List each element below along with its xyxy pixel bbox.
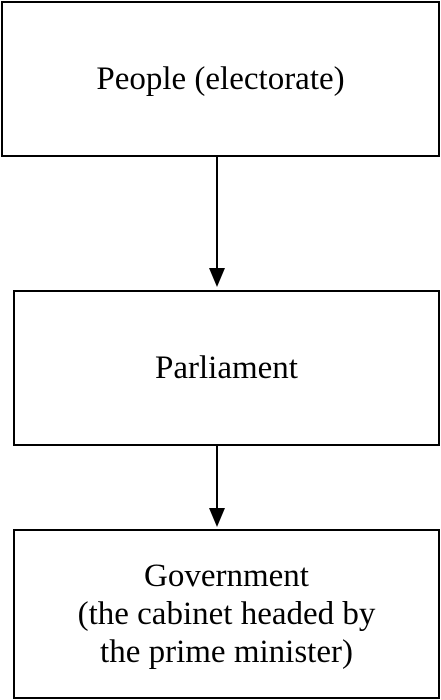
node-government: Government (the cabinet headed by the pr… bbox=[13, 529, 440, 699]
node-government-label-line-3: the prime minister) bbox=[100, 634, 353, 670]
node-government-label-line-2: (the cabinet headed by bbox=[77, 596, 376, 632]
node-government-label-line-1: Government bbox=[144, 558, 309, 594]
arrow-people-to-parliament bbox=[209, 157, 225, 287]
arrow-parliament-to-government bbox=[209, 446, 225, 527]
node-parliament-label: Parliament bbox=[155, 350, 298, 386]
node-people-label: People (electorate) bbox=[96, 61, 345, 97]
node-people-electorate: People (electorate) bbox=[1, 1, 440, 157]
node-parliament: Parliament bbox=[13, 290, 440, 446]
